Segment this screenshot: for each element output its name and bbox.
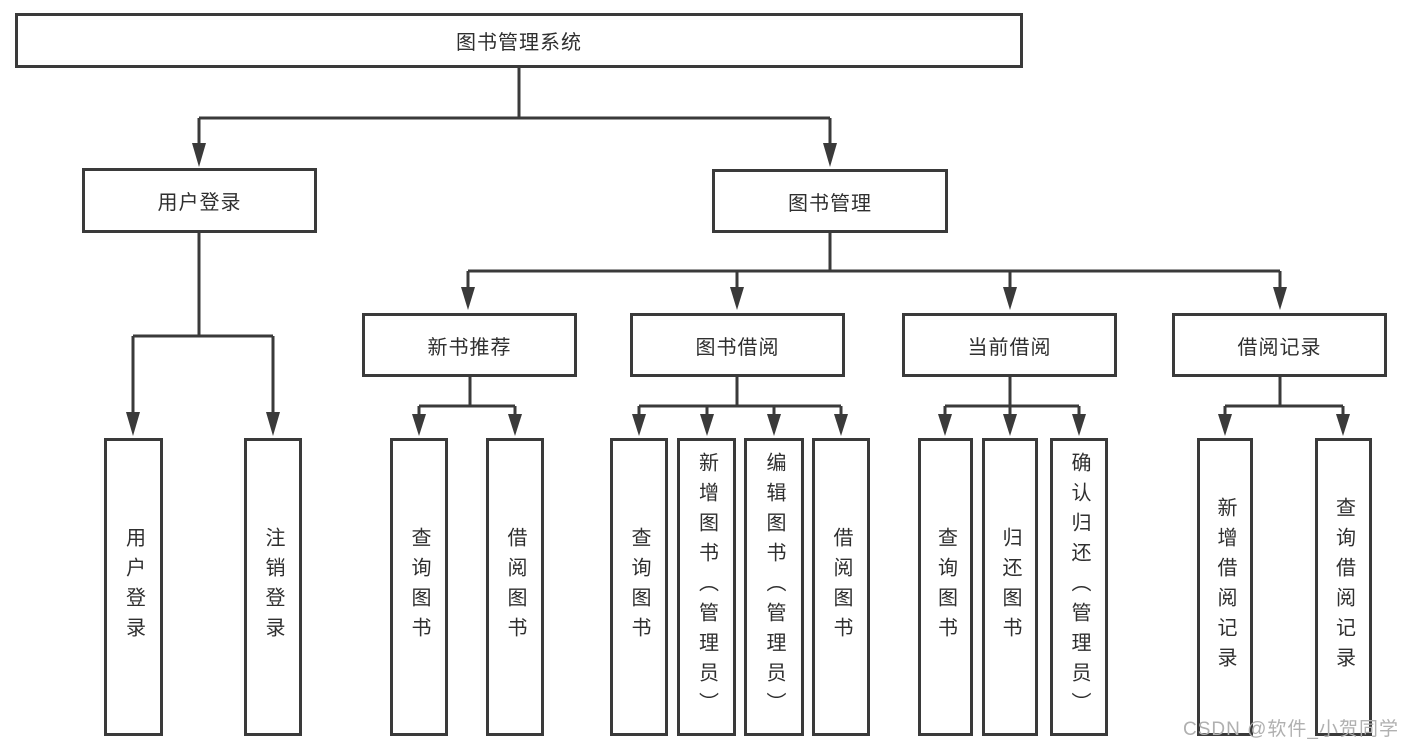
leaf-newbooks-borrow: 借阅图书 <box>486 438 544 736</box>
leaf-borrowing-borrow-label: 借阅图书 <box>830 527 852 647</box>
leaf-newbooks-query-label: 查询图书 <box>408 527 430 647</box>
node-borrow-records: 借阅记录 <box>1172 313 1387 377</box>
node-current-borrow: 当前借阅 <box>902 313 1117 377</box>
leaf-user-login: 用户登录 <box>104 438 163 736</box>
leaf-current-confirm: 确认归还（管理员） <box>1050 438 1108 736</box>
leaf-records-query: 查询借阅记录 <box>1315 438 1372 736</box>
leaf-borrowing-add-label: 新增图书（管理员） <box>695 452 718 722</box>
node-new-books-label: 新书推荐 <box>427 336 512 359</box>
csdn-watermark: CSDN @软件_小贺同学 <box>1183 719 1399 740</box>
leaf-records-query-label: 查询借阅记录 <box>1332 497 1355 677</box>
leaf-borrowing-add: 新增图书（管理员） <box>677 438 736 736</box>
leaf-current-query-label: 查询图书 <box>934 527 957 647</box>
node-root-label: 图书管理系统 <box>456 32 582 54</box>
node-user-login-label: 用户登录 <box>157 192 242 214</box>
arrowheads <box>126 143 1350 436</box>
node-borrowing-label: 图书借阅 <box>695 336 780 359</box>
leaf-current-return: 归还图书 <box>982 438 1038 736</box>
leaf-logout-label: 注销登录 <box>262 527 284 647</box>
leaf-borrowing-borrow: 借阅图书 <box>812 438 870 736</box>
node-borrowing: 图书借阅 <box>630 313 845 377</box>
leaf-borrowing-query: 查询图书 <box>610 438 668 736</box>
leaf-logout: 注销登录 <box>244 438 302 736</box>
leaf-borrowing-query-label: 查询图书 <box>628 527 650 647</box>
leaf-records-add: 新增借阅记录 <box>1197 438 1253 736</box>
leaf-newbooks-query: 查询图书 <box>390 438 448 736</box>
node-root: 图书管理系统 <box>15 13 1023 68</box>
leaf-current-return-label: 归还图书 <box>999 527 1021 647</box>
leaf-borrowing-edit-label: 编辑图书（管理员） <box>763 452 785 722</box>
leaf-current-confirm-label: 确认归还（管理员） <box>1068 452 1090 722</box>
node-user-login: 用户登录 <box>82 168 317 233</box>
leaf-borrowing-edit: 编辑图书（管理员） <box>744 438 804 736</box>
node-book-management: 图书管理 <box>712 169 948 233</box>
leaf-records-add-label: 新增借阅记录 <box>1214 497 1236 677</box>
node-new-books: 新书推荐 <box>362 313 577 377</box>
leaf-user-login-label: 用户登录 <box>122 527 145 647</box>
node-book-management-label: 图书管理 <box>788 192 872 215</box>
node-current-borrow-label: 当前借阅 <box>967 336 1052 359</box>
node-borrow-records-label: 借阅记录 <box>1237 336 1322 359</box>
leaf-newbooks-borrow-label: 借阅图书 <box>504 527 526 647</box>
leaf-current-query: 查询图书 <box>918 438 973 736</box>
